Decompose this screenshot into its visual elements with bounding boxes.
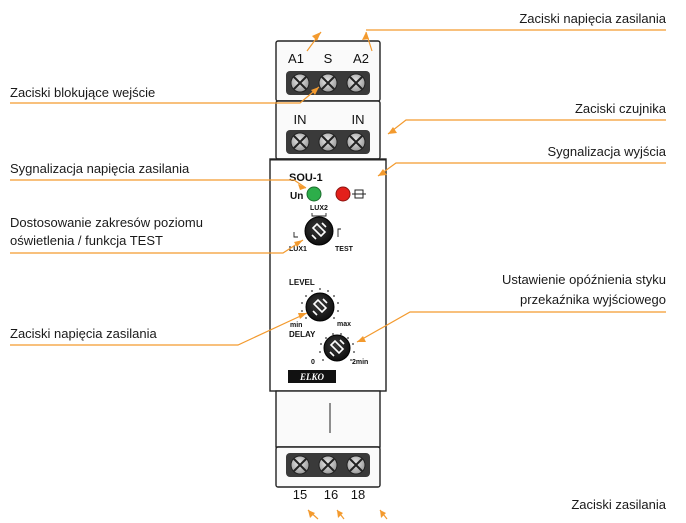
terminal-label-16: 16 bbox=[324, 487, 338, 502]
terminal-label-in-1: IN bbox=[294, 112, 307, 127]
bottom-terminal-screws bbox=[286, 453, 370, 477]
screw-icon[interactable] bbox=[346, 455, 366, 475]
callout-output-signal: Sygnalizacja wyjścia bbox=[547, 144, 667, 159]
screw-icon[interactable] bbox=[346, 132, 366, 152]
brand-logo-text: ELKO bbox=[299, 372, 325, 382]
lux1-label: LUX1 bbox=[289, 246, 307, 253]
max-label: max bbox=[337, 321, 351, 328]
power-led bbox=[306, 186, 322, 202]
leader-blocking-input bbox=[10, 86, 320, 104]
output-led bbox=[335, 186, 351, 202]
screw-icon[interactable] bbox=[346, 73, 366, 93]
test-label: TEST bbox=[335, 246, 354, 253]
zero-label: 0 bbox=[311, 359, 315, 366]
callout-blocking-input: Zaciski blokujące wejście bbox=[10, 85, 156, 100]
range-knob[interactable] bbox=[304, 216, 334, 246]
callout-supply-top: Zaciski napięcia zasilania bbox=[519, 11, 666, 26]
leader-sensor bbox=[387, 119, 666, 135]
leader-delay bbox=[356, 311, 666, 343]
screw-icon[interactable] bbox=[318, 132, 338, 152]
model-label: SOU-1 bbox=[289, 172, 323, 184]
screw-icon[interactable] bbox=[318, 455, 338, 475]
callout-range-line2: oświetlenia / funkcja TEST bbox=[10, 233, 163, 248]
terminal-label-in-2: IN bbox=[352, 112, 365, 127]
lux2-label: LUX2 bbox=[310, 205, 328, 212]
leader-arrowheads bbox=[294, 32, 397, 518]
callout-supply-signal: Sygnalizacja napięcia zasilania bbox=[10, 161, 190, 176]
screw-icon[interactable] bbox=[290, 455, 310, 475]
callout-supply-bottom: Zaciski zasilania bbox=[571, 497, 666, 512]
terminal-label-s: S bbox=[324, 51, 333, 66]
delay-scale-dots bbox=[319, 333, 355, 361]
terminal-label-18: 18 bbox=[351, 487, 365, 502]
brand-logo bbox=[288, 370, 336, 383]
terminal-label-a2: A2 bbox=[353, 51, 369, 66]
callout-range-line1: Dostosowanie zakresów poziomu bbox=[10, 215, 203, 230]
leader-supply-signal bbox=[10, 179, 307, 189]
leader-supply-mid bbox=[10, 312, 308, 346]
screw-icon[interactable] bbox=[318, 73, 338, 93]
leader-output-signal bbox=[377, 162, 666, 177]
sensor-terminal-screws bbox=[286, 130, 370, 154]
callout-delay-line2: przekaźnika wyjściowego bbox=[520, 292, 666, 307]
two-min-label: 2min bbox=[352, 359, 368, 366]
callout-supply-mid: Zaciski napięcia zasilania bbox=[10, 326, 157, 341]
relay-icon bbox=[352, 189, 366, 199]
delay-knob[interactable] bbox=[323, 334, 351, 362]
screw-icon[interactable] bbox=[290, 73, 310, 93]
delay-label: DELAY bbox=[289, 330, 316, 339]
terminal-label-15: 15 bbox=[293, 487, 307, 502]
callout-sensor: Zaciski czujnika bbox=[574, 101, 666, 116]
callout-delay-line1: Ustawienie opóźnienia styku bbox=[501, 272, 666, 287]
level-label: LEVEL bbox=[289, 278, 315, 287]
level-knob[interactable] bbox=[305, 292, 335, 322]
min-label: min bbox=[290, 322, 302, 329]
top-terminal-screws bbox=[286, 71, 370, 95]
device-body bbox=[269, 40, 387, 488]
un-label: Un bbox=[290, 191, 303, 202]
screw-icon[interactable] bbox=[290, 132, 310, 152]
level-scale-dots bbox=[301, 288, 339, 319]
terminal-label-a1: A1 bbox=[288, 51, 304, 66]
